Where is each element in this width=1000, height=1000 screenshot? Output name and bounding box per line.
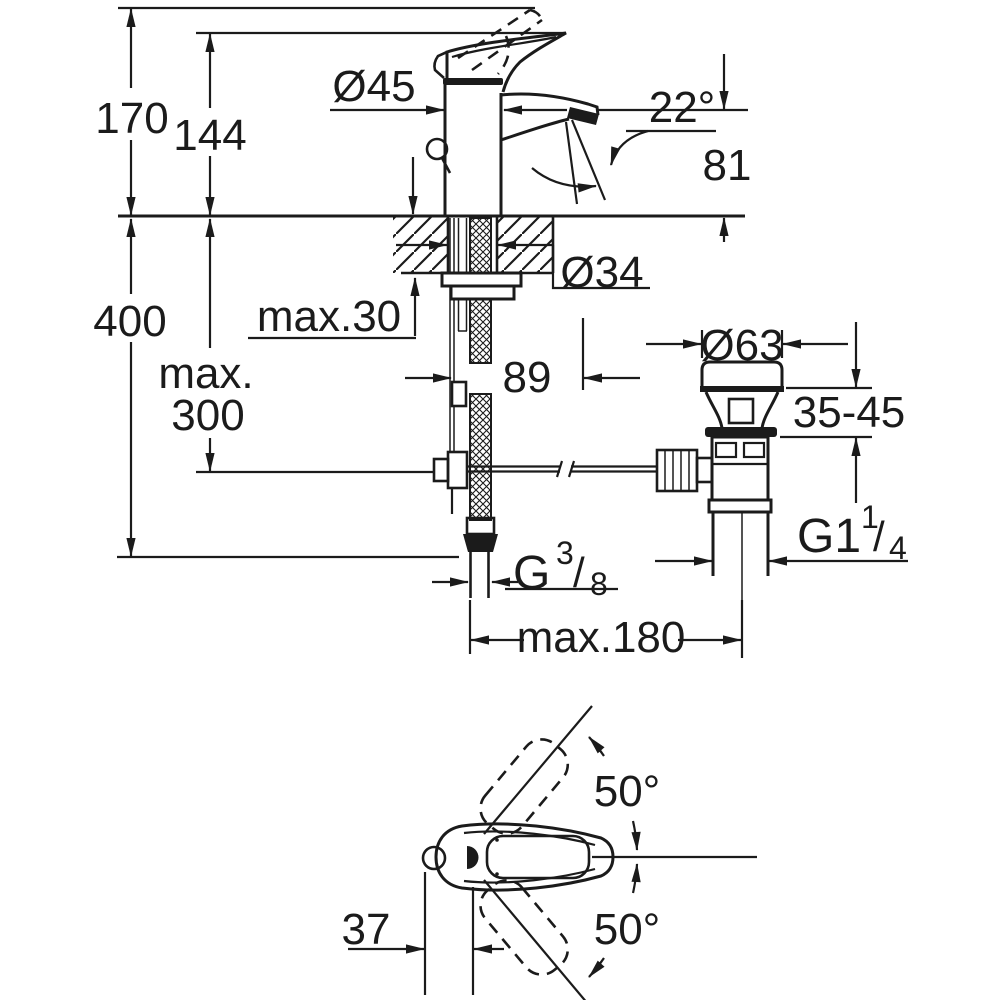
lever-hook-end (433, 50, 448, 79)
dimensions-side (117, 6, 908, 658)
mounting-washer (440, 271, 523, 288)
pop-up-rod-linkage (432, 450, 657, 514)
leader-d34 (551, 245, 650, 290)
braided-hose-lower (469, 393, 492, 521)
aerator-tip (567, 107, 599, 125)
dim-label-37: 37 (342, 905, 391, 954)
seal-ring (705, 427, 777, 437)
thread-label-g114-num: 1 (861, 499, 879, 535)
handle-dot-bottom (495, 872, 499, 876)
swivel-line-lower (483, 879, 587, 1000)
thread-label-g114-slash: / (873, 513, 885, 560)
handle-logo-mark (467, 846, 479, 869)
faucet-body (425, 8, 607, 216)
rod-break-left (555, 460, 564, 478)
thread-label-g114-den: 4 (889, 530, 907, 566)
waste-neck-left (704, 391, 724, 429)
stream-reference-line (564, 121, 579, 205)
clamp-stub (695, 456, 714, 484)
spout-underside (500, 117, 570, 142)
dim-label-max180: max.180 (517, 613, 686, 662)
swivel-dimensions (348, 705, 757, 1000)
waste-flange-top-band (700, 386, 784, 392)
dim-label-170: 170 (95, 94, 168, 143)
waste-slot-left (714, 441, 738, 459)
overflow-window (727, 397, 755, 425)
dim-label-22deg: 22° (649, 83, 716, 132)
thread-label-g38-g: G (513, 547, 550, 600)
thread-label-g114-g: G1 (797, 510, 861, 563)
swivel-arc-upper-a (631, 820, 641, 851)
rod-coupling (450, 380, 468, 408)
leader-22-arrow (609, 129, 649, 166)
dim-label-300: 300 (171, 391, 244, 440)
dim-label-d34: Ø34 (560, 248, 643, 297)
thread-label-g38-num: 3 (556, 535, 574, 571)
lever-swing-arc-dashed (497, 35, 510, 75)
waste-body (710, 435, 770, 502)
swivel-arc-upper-b (588, 736, 605, 757)
drain-valve (655, 360, 784, 655)
handle-outer-outline (434, 822, 615, 892)
stream-angle-arc (531, 167, 597, 193)
handle-top-surface (485, 834, 591, 880)
spout-top-edge (500, 92, 600, 116)
waste-neck-right (760, 391, 780, 429)
top-view: 50° 50° 37 (342, 705, 757, 1000)
dim-label-50-lower: 50° (594, 905, 661, 954)
waste-slot-right (742, 441, 766, 459)
handle-lower-position (479, 879, 570, 976)
waste-plug-cap (700, 360, 784, 386)
dim-label-50-upper: 50° (594, 767, 661, 816)
side-view: 170 144 Ø45 22° 81 400 max.30 Ø34 max. 3… (93, 6, 908, 662)
rod-break-right (567, 460, 576, 478)
lever-raised-bottom-dashed (471, 18, 543, 72)
dim-label-max30: max.30 (257, 292, 401, 341)
handle-swivel-lower-dashed (479, 879, 570, 976)
dim-label-144: 144 (173, 111, 246, 160)
swivel-arc-lower-a (588, 957, 605, 978)
handle-inner-line-bottom (463, 867, 596, 884)
lever-raised-tip-dashed (529, 8, 544, 21)
handle-dot-top (495, 838, 499, 842)
waste-lower-block (707, 498, 773, 514)
swivel-arc-lower-b (631, 863, 641, 894)
knurled-clamp-nut (655, 448, 699, 493)
dim-label-81: 81 (703, 141, 752, 190)
supply-hose-and-rod (440, 217, 523, 598)
dim-label-400: 400 (93, 297, 166, 346)
cartridge-cap-band (443, 78, 503, 85)
dim-label-max-word: max. (158, 349, 253, 398)
cartridge-pin-circle (421, 845, 447, 871)
mounting-nut (449, 284, 516, 301)
dim-label-d63: Ø63 (700, 321, 783, 370)
pop-up-knob-stem (440, 157, 452, 174)
dim-label-89: 89 (503, 353, 552, 402)
pop-up-knob (425, 137, 449, 161)
thread-label-g38-den: 8 (590, 566, 608, 602)
rod-knob (432, 457, 450, 483)
handle-plan-view (421, 822, 615, 892)
dim-label-3545: 35-45 (793, 388, 906, 437)
rod-tee (446, 450, 469, 490)
stream-angled-line (570, 119, 607, 201)
handle-inner-line-top (463, 830, 596, 847)
handle-upper-position (479, 738, 570, 835)
lever-lowered-outline (445, 31, 567, 93)
swivel-line-upper (483, 705, 593, 835)
dim-label-d45: Ø45 (332, 62, 415, 111)
hose-cone-nut (463, 534, 498, 552)
handle-swivel-upper-dashed (479, 738, 570, 835)
thread-label-g38-slash: / (573, 549, 585, 596)
labels-top-view: 50° 50° 37 (342, 767, 661, 954)
labels-side: 170 144 Ø45 22° 81 400 max.30 Ø34 max. 3… (93, 62, 907, 662)
